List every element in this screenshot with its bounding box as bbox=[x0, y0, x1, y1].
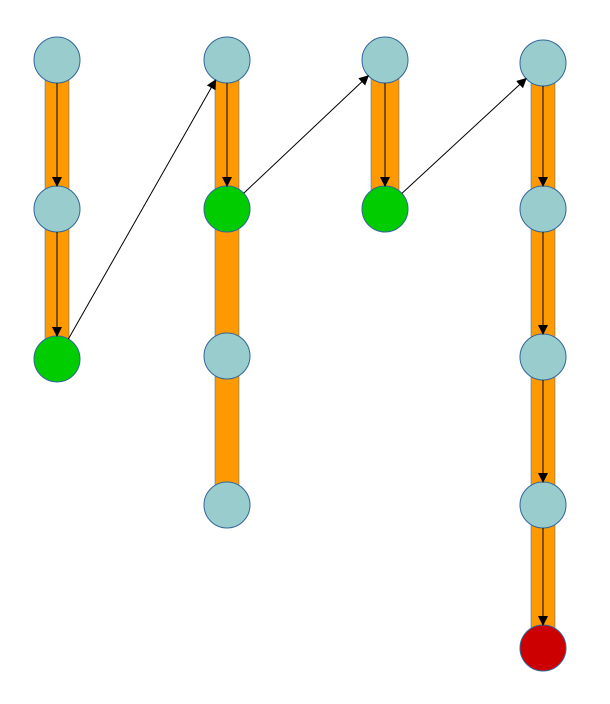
column-3-node-2-green[interactable] bbox=[361, 185, 409, 233]
edge-arrow-3 bbox=[67, 79, 217, 340]
column-1-node-2-default[interactable] bbox=[33, 185, 81, 233]
column-2-node-3-default[interactable] bbox=[203, 332, 251, 380]
edge-arrow-5 bbox=[243, 75, 369, 194]
bars-layer bbox=[44, 59, 556, 649]
column-1-node-3-green[interactable] bbox=[33, 335, 81, 383]
column-4-node-5-red[interactable] bbox=[519, 624, 567, 672]
column-4-node-1-default[interactable] bbox=[519, 39, 567, 87]
column-2-node-4-default[interactable] bbox=[203, 481, 251, 529]
edges-layer bbox=[52, 75, 548, 626]
column-2-node-2-green[interactable] bbox=[203, 185, 251, 233]
column-3-node-1-default[interactable] bbox=[361, 36, 409, 84]
column-4-node-4-default[interactable] bbox=[519, 481, 567, 529]
column-4-node-3-default[interactable] bbox=[519, 333, 567, 381]
nodes-layer bbox=[33, 36, 567, 672]
edge-arrow-7 bbox=[401, 77, 527, 194]
column-4-node-2-default[interactable] bbox=[519, 185, 567, 233]
column-2-node-1-default[interactable] bbox=[203, 36, 251, 84]
column-1-node-1-default[interactable] bbox=[33, 36, 81, 84]
